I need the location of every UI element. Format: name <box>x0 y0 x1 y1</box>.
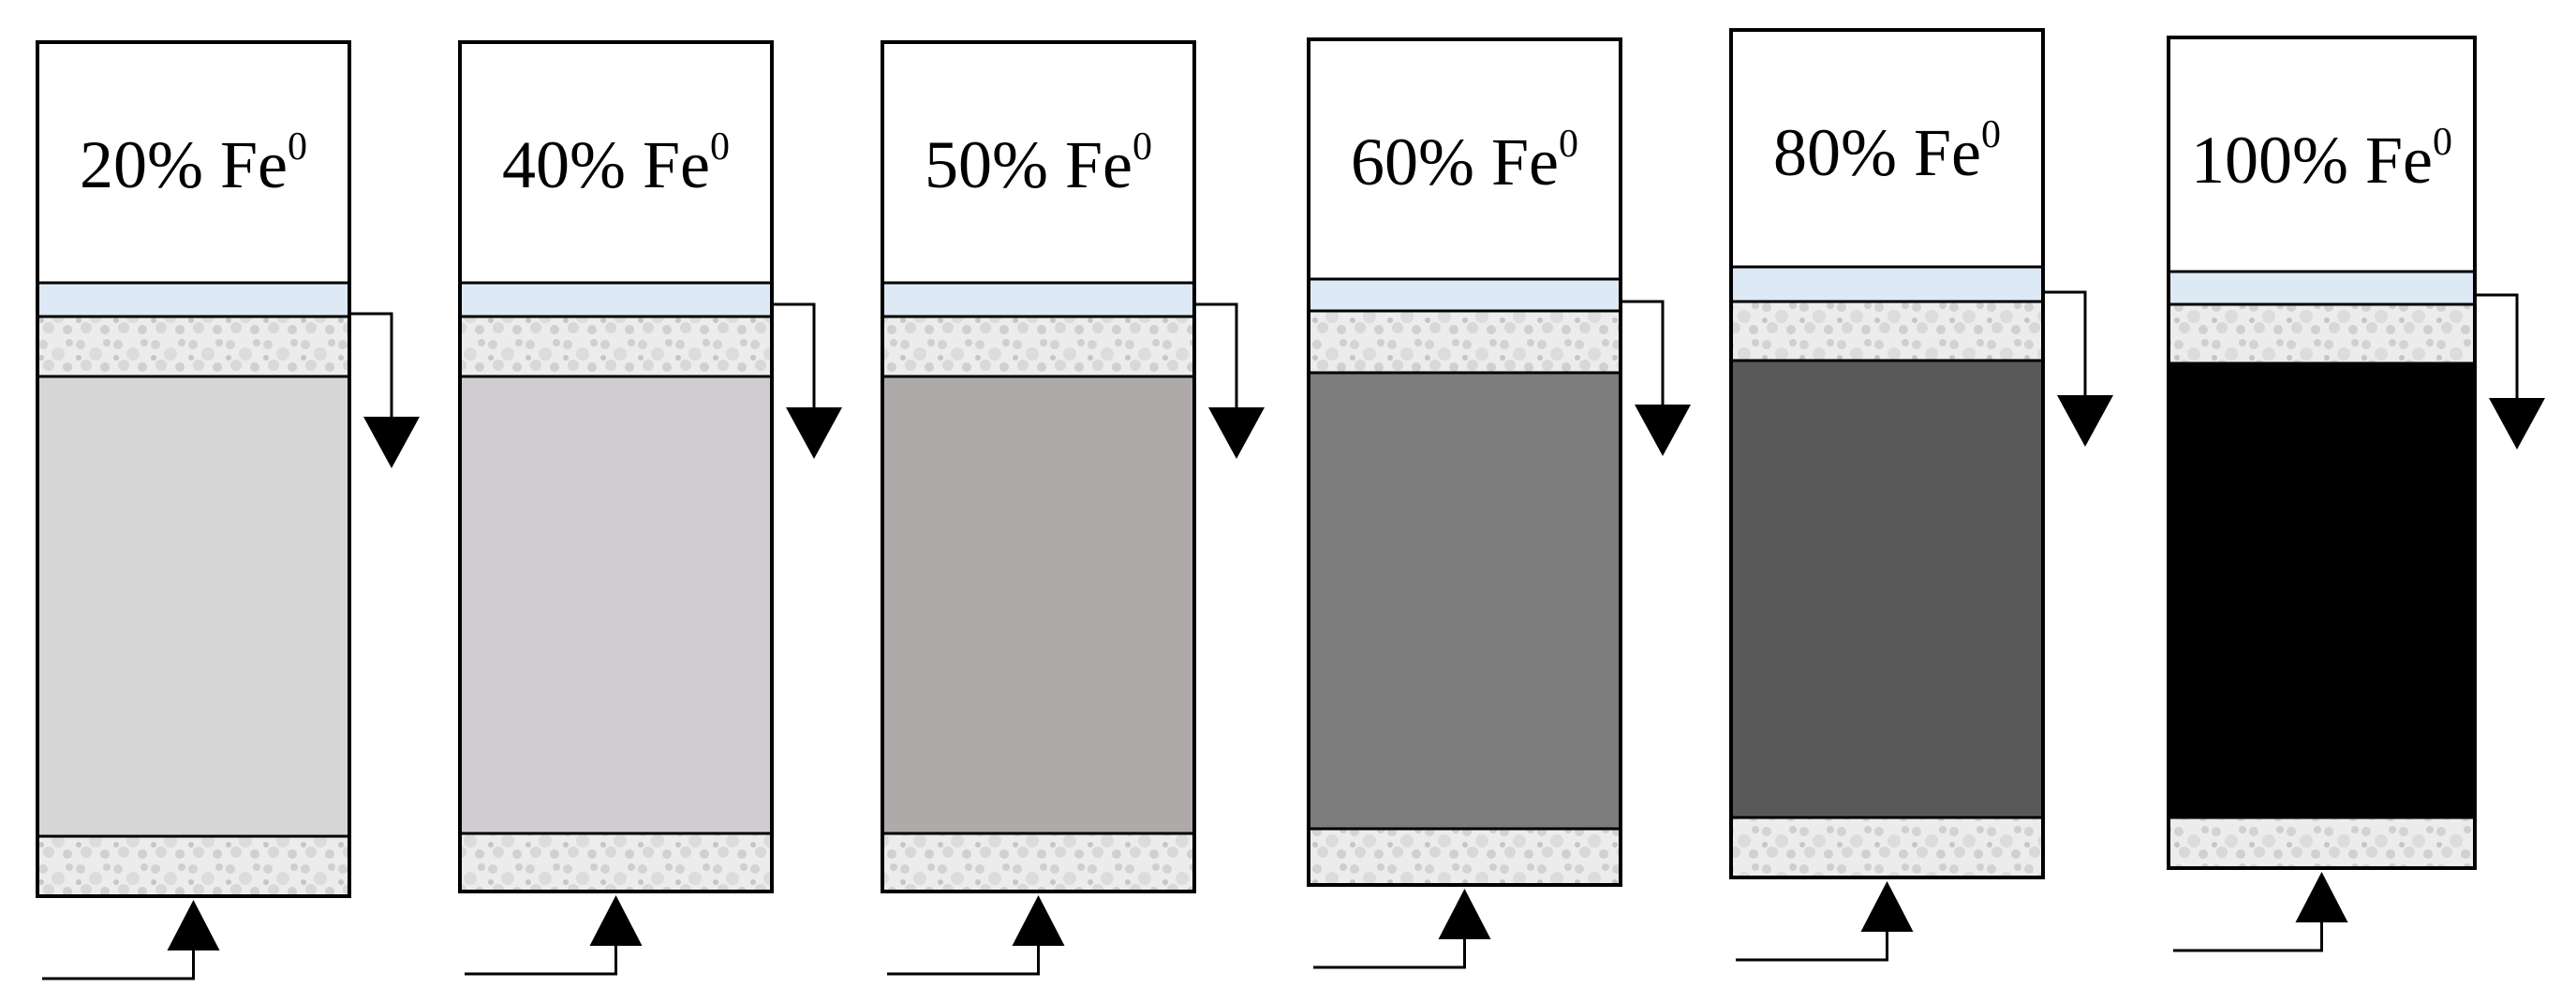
gravel-layer-bottom <box>36 834 351 898</box>
inflow-line <box>2173 920 2323 952</box>
column-label-main: 60% Fe <box>1351 125 1559 199</box>
outflow-arrowhead-icon <box>363 417 420 468</box>
column-label-superscript: 0 <box>710 125 730 169</box>
column-label-superscript: 0 <box>1981 113 2001 156</box>
fe-media-fill <box>2167 361 2477 819</box>
column-label: 20% Fe0 <box>80 125 307 202</box>
column-outline <box>36 40 351 898</box>
column-label-main: 50% Fe <box>925 127 1133 202</box>
inflow-arrowhead-icon <box>2295 872 2348 922</box>
fe-media-fill <box>1729 359 2045 819</box>
column-label-superscript: 0 <box>2433 121 2452 164</box>
outflow-line <box>2475 293 2519 398</box>
outflow-line <box>2043 290 2087 395</box>
water-layer <box>36 281 351 318</box>
column-label-main: 80% Fe <box>1773 115 1981 190</box>
inflow-arrowhead-icon <box>589 895 643 946</box>
inflow-line <box>42 948 195 980</box>
column-label-main: 100% Fe <box>2191 123 2433 198</box>
water-layer <box>1729 265 2045 303</box>
column-outline <box>1729 28 2045 879</box>
gravel-layer-top <box>1307 309 1622 375</box>
water-layer <box>2167 270 2477 306</box>
gravel-layer-bottom <box>1307 827 1622 887</box>
column-outline <box>1307 37 1622 887</box>
column-header-box <box>36 40 351 285</box>
column-header-box <box>458 40 774 285</box>
column-label-superscript: 0 <box>288 125 307 169</box>
reactor-column: 50% Fe0 <box>881 40 1265 976</box>
fe-media-fill <box>36 375 351 838</box>
gravel-layer-top <box>36 315 351 378</box>
outflow-line <box>1194 302 1238 407</box>
gravel-layer-bottom <box>1729 816 2045 879</box>
column-label-superscript: 0 <box>1559 123 1578 166</box>
outflow-line <box>772 302 816 407</box>
outflow-line <box>349 312 393 417</box>
column-label: 60% Fe0 <box>1351 123 1578 199</box>
fe-media-fill <box>881 375 1196 835</box>
column-outline <box>458 40 774 893</box>
outflow-arrowhead-icon <box>786 407 842 459</box>
column-label-superscript: 0 <box>1133 125 1152 169</box>
inflow-arrowhead-icon <box>1438 889 1491 939</box>
column-label-main: 20% Fe <box>80 127 288 202</box>
column-label: 40% Fe0 <box>502 125 730 202</box>
column-label: 50% Fe0 <box>925 125 1152 202</box>
reactor-column: 100% Fe0 <box>2167 36 2545 952</box>
column-header-box <box>2167 36 2477 273</box>
outflow-arrowhead-icon <box>1635 405 1691 456</box>
fe-media-fill <box>1307 371 1622 831</box>
column-header-box <box>1729 28 2045 269</box>
outflow-line <box>1621 300 1665 405</box>
inflow-line <box>887 943 1040 976</box>
gravel-layer-bottom <box>458 832 774 893</box>
reactor-column: 40% Fe0 <box>458 40 842 976</box>
gravel-layer-bottom <box>2167 816 2477 870</box>
water-layer <box>1307 277 1622 313</box>
inflow-line <box>1736 929 1888 962</box>
gravel-layer-top <box>881 315 1196 378</box>
water-layer <box>881 281 1196 318</box>
column-outline <box>2167 36 2477 870</box>
gravel-layer-top <box>458 315 774 378</box>
column-label: 80% Fe0 <box>1773 113 2001 190</box>
column-label: 100% Fe0 <box>2191 121 2452 198</box>
gravel-layer-top <box>2167 302 2477 365</box>
column-label-main: 40% Fe <box>502 127 710 202</box>
gravel-layer-bottom <box>881 832 1196 893</box>
inflow-line <box>465 943 617 976</box>
outflow-arrowhead-icon <box>2489 398 2545 449</box>
water-layer <box>458 281 774 318</box>
reactor-column: 60% Fe0 <box>1307 37 1691 969</box>
outflow-arrowhead-icon <box>1208 407 1265 459</box>
reactor-column: 80% Fe0 <box>1729 28 2113 962</box>
column-outline <box>881 40 1196 893</box>
reactor-column: 20% Fe0 <box>36 40 420 980</box>
gravel-layer-top <box>1729 300 2045 362</box>
inflow-arrowhead-icon <box>1012 895 1065 946</box>
column-header-box <box>1307 37 1622 281</box>
inflow-arrowhead-icon <box>1860 881 1914 932</box>
inflow-arrowhead-icon <box>167 900 220 950</box>
outflow-arrowhead-icon <box>2057 395 2113 447</box>
column-header-box <box>881 40 1196 285</box>
fe-media-fill <box>458 375 774 835</box>
inflow-line <box>1313 936 1466 969</box>
